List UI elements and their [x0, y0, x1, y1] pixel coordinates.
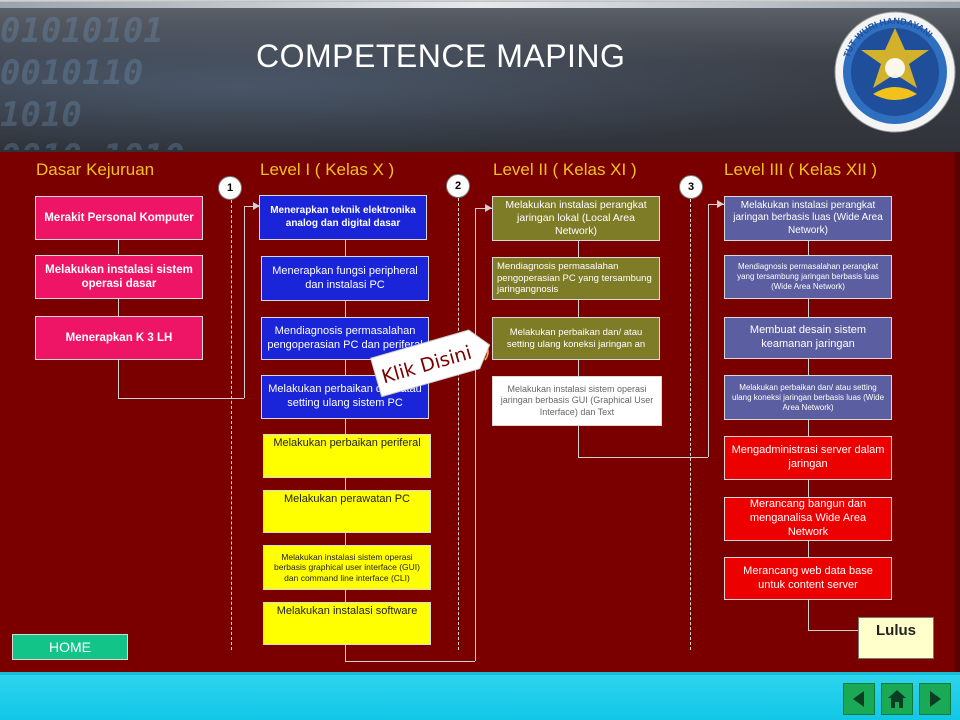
connector [345, 533, 346, 545]
connector [345, 360, 346, 375]
heading-level-2: Level II ( Kelas XI ) [493, 160, 637, 179]
connector [808, 630, 858, 631]
header-binary-decoration: 01010101 0010110 1010 0010 1010 0010 [0, 11, 184, 150]
level3-item-7[interactable]: Merancang web data base untuk content se… [724, 557, 892, 600]
connector [578, 360, 579, 376]
footer-bar [0, 672, 960, 720]
level1-item-1[interactable]: Menerapkan teknik elektronika analog dan… [259, 195, 427, 240]
level1-item-2[interactable]: Menerapkan fungsi peripheral dan instala… [261, 256, 429, 301]
connector [475, 208, 492, 209]
level3-item-2[interactable]: Mendiagnosis permasalahan perangkat yang… [724, 255, 892, 299]
level3-item-5[interactable]: Mengadministrasi server dalam jaringan [724, 436, 892, 480]
connector [578, 241, 579, 257]
connector [808, 480, 809, 497]
connector [345, 301, 346, 317]
connector [808, 600, 809, 630]
connector [345, 478, 346, 490]
level3-item-4[interactable]: Melakukan perbaikan dan/ atau setting ul… [724, 375, 892, 420]
header-strip [0, 2, 960, 8]
home-nav-button[interactable] [881, 683, 913, 715]
level1-item-5[interactable]: Melakukan perbaikan periferal [263, 434, 431, 478]
panel-edge [954, 152, 960, 672]
heading-level-3: Level III ( Kelas XII ) [724, 160, 878, 179]
connector [345, 419, 346, 434]
connector [118, 360, 119, 398]
connector [808, 359, 809, 375]
level1-item-6[interactable]: Melakukan perawatan PC [263, 490, 431, 533]
separator-2 [458, 198, 459, 650]
heading-level-1: Level I ( Kelas X ) [260, 160, 395, 179]
connector-arrow [485, 204, 492, 212]
connector [708, 204, 709, 457]
prev-arrow-icon [853, 691, 864, 707]
level3-item-6[interactable]: Merancang bangun dan menganalisa Wide Ar… [724, 497, 892, 541]
home-icon [888, 690, 906, 708]
level2-item-1[interactable]: Melakukan instalasi perangkat jaringan l… [492, 196, 660, 241]
level2-item-4[interactable]: Melakukan instalasi sistem operasi jarin… [492, 376, 662, 426]
dasar-item-1[interactable]: Merakit Personal Komputer [35, 196, 203, 240]
connector [808, 420, 809, 436]
dasar-item-2[interactable]: Melakukan instalasi sistem operasi dasar [35, 255, 203, 299]
connector [244, 206, 260, 207]
level2-item-3[interactable]: Melakukan perbaikan dan/ atau setting ul… [492, 317, 660, 360]
connector [578, 300, 579, 317]
home-button[interactable]: HOME [12, 634, 128, 660]
connector [808, 241, 809, 255]
dasar-item-3[interactable]: Menerapkan K 3 LH [35, 316, 203, 360]
connector [345, 590, 346, 602]
next-arrow-icon [930, 691, 941, 707]
step-badge-2: 2 [446, 174, 470, 198]
level3-item-1[interactable]: Melakukan instalasi perangkat jaringan b… [724, 196, 892, 241]
level2-item-2[interactable]: Mendiagnosis permasalahan pengoperasian … [492, 257, 660, 300]
connector [808, 299, 809, 317]
klik-disini-callout[interactable]: Klik Disini [360, 322, 500, 402]
connector [578, 426, 579, 457]
header-banner [0, 0, 960, 152]
level1-item-8[interactable]: Melakukan instalasi software [263, 602, 431, 645]
connector-arrow [253, 202, 260, 210]
connector [118, 240, 119, 254]
step-badge-1: 1 [218, 176, 242, 200]
prev-button[interactable] [843, 683, 875, 715]
level3-item-3[interactable]: Membuat desain sistem keamanan jaringan [724, 317, 892, 359]
header-glow [0, 8, 960, 152]
heading-dasar-kejuruan: Dasar Kejuruan [36, 160, 155, 179]
connector [118, 398, 244, 399]
connector [244, 206, 245, 398]
connector-arrow [717, 200, 724, 208]
connector [578, 457, 708, 458]
separator-1 [231, 200, 232, 650]
connector [345, 240, 346, 256]
lulus-button[interactable]: Lulus [858, 617, 934, 659]
page-title: COMPETENCE MAPING [256, 38, 626, 74]
connector [118, 299, 119, 316]
step-badge-3: 3 [679, 175, 703, 199]
tut-wuri-logo: TUT WURI HANDAYANI [833, 10, 957, 134]
connector [345, 645, 346, 661]
connector [345, 661, 475, 662]
connector [708, 204, 724, 205]
separator-3 [690, 199, 691, 650]
level1-item-7[interactable]: Melakukan instalasi sistem operasi berba… [263, 545, 431, 590]
next-button[interactable] [919, 683, 951, 715]
connector [475, 208, 476, 661]
connector [808, 541, 809, 557]
